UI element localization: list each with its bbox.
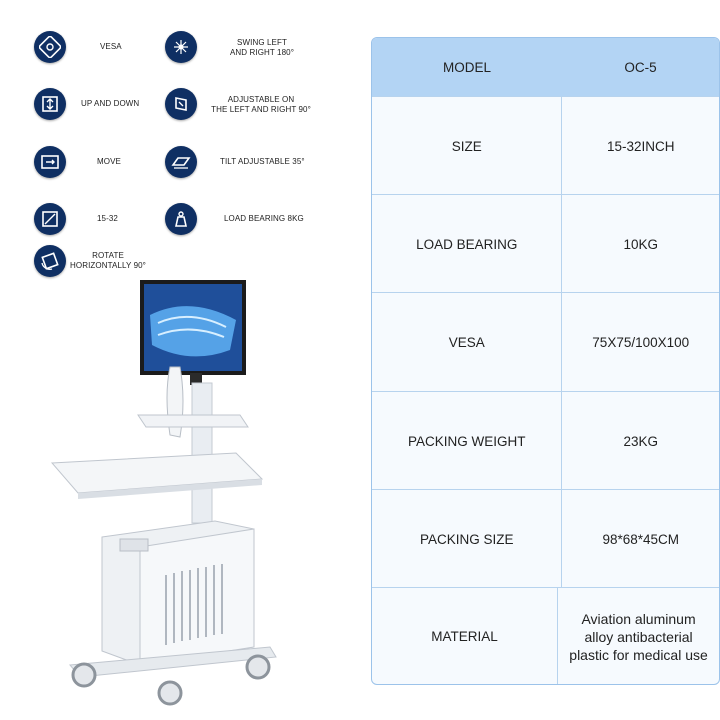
row-value: 15-32INCH bbox=[561, 97, 719, 195]
feature-swing-label: SWING LEFT AND RIGHT 180° bbox=[229, 38, 295, 57]
feature-adjust bbox=[165, 88, 197, 120]
row-label: MATERIAL bbox=[431, 629, 498, 644]
feature-label: 15-32 bbox=[97, 214, 118, 223]
feature-move: MOVE bbox=[34, 146, 121, 178]
table-row: LOAD BEARING 10KG bbox=[372, 194, 719, 293]
row-value: 23KG bbox=[561, 392, 719, 490]
swing-icon bbox=[165, 31, 197, 63]
table-row: MATERIAL Aviation aluminum alloy antibac… bbox=[372, 587, 719, 684]
feature-swing bbox=[165, 31, 197, 63]
row-label: PACKING WEIGHT bbox=[407, 433, 526, 449]
medical-cart-illustration bbox=[50, 280, 277, 706]
rotate-icon bbox=[34, 245, 66, 277]
feature-vesa: VESA bbox=[34, 31, 122, 63]
spec-table-header: MODEL OC-5 bbox=[372, 38, 719, 96]
spec-table: MODEL OC-5 SIZE 15-32INCH LOAD BEARING 1… bbox=[371, 37, 720, 685]
feature-adjust-label: ADJUSTABLE ON THE LEFT AND RIGHT 90° bbox=[211, 95, 311, 114]
up-down-icon bbox=[34, 88, 66, 120]
row-label: VESA bbox=[448, 335, 485, 350]
header-label: MODEL bbox=[442, 59, 491, 75]
row-label: SIZE bbox=[451, 138, 482, 154]
feature-rotate-label: ROTATE HORIZONTALLY 90° bbox=[70, 251, 146, 270]
feature-label: VESA bbox=[100, 42, 122, 51]
feature-load: LOAD BEARING 8KG bbox=[165, 203, 304, 235]
row-value: 75X75/100X100 bbox=[561, 293, 719, 392]
row-label: LOAD BEARING bbox=[416, 236, 518, 252]
feature-label: TILT ADJUSTABLE 35° bbox=[220, 157, 305, 166]
feature-tilt: TILT ADJUSTABLE 35° bbox=[165, 146, 305, 178]
header-value: OC-5 bbox=[624, 59, 657, 75]
table-row: VESA 75X75/100X100 bbox=[372, 292, 719, 392]
feature-size: 15-32 bbox=[34, 203, 118, 235]
weight-icon bbox=[165, 203, 197, 235]
feature-up-down: UP AND DOWN bbox=[34, 88, 139, 120]
table-row: PACKING WEIGHT 23KG bbox=[372, 391, 719, 490]
table-row: PACKING SIZE 98*68*45CM bbox=[372, 489, 719, 588]
tilt-icon bbox=[165, 146, 197, 178]
move-icon bbox=[34, 146, 66, 178]
vesa-icon bbox=[34, 31, 66, 63]
row-label: PACKING SIZE bbox=[419, 531, 514, 547]
row-value: 98*68*45CM bbox=[561, 490, 719, 588]
feature-label: LOAD BEARING 8KG bbox=[224, 214, 304, 223]
table-row: SIZE 15-32INCH bbox=[372, 96, 719, 195]
feature-label: UP AND DOWN bbox=[81, 99, 140, 108]
material-value: Aviation aluminum alloy antibacterial pl… bbox=[557, 588, 719, 684]
row-value: 10KG bbox=[561, 195, 719, 293]
adjust-left-right-icon bbox=[165, 88, 197, 120]
screen-size-icon bbox=[34, 203, 66, 235]
feature-label: MOVE bbox=[97, 157, 121, 166]
